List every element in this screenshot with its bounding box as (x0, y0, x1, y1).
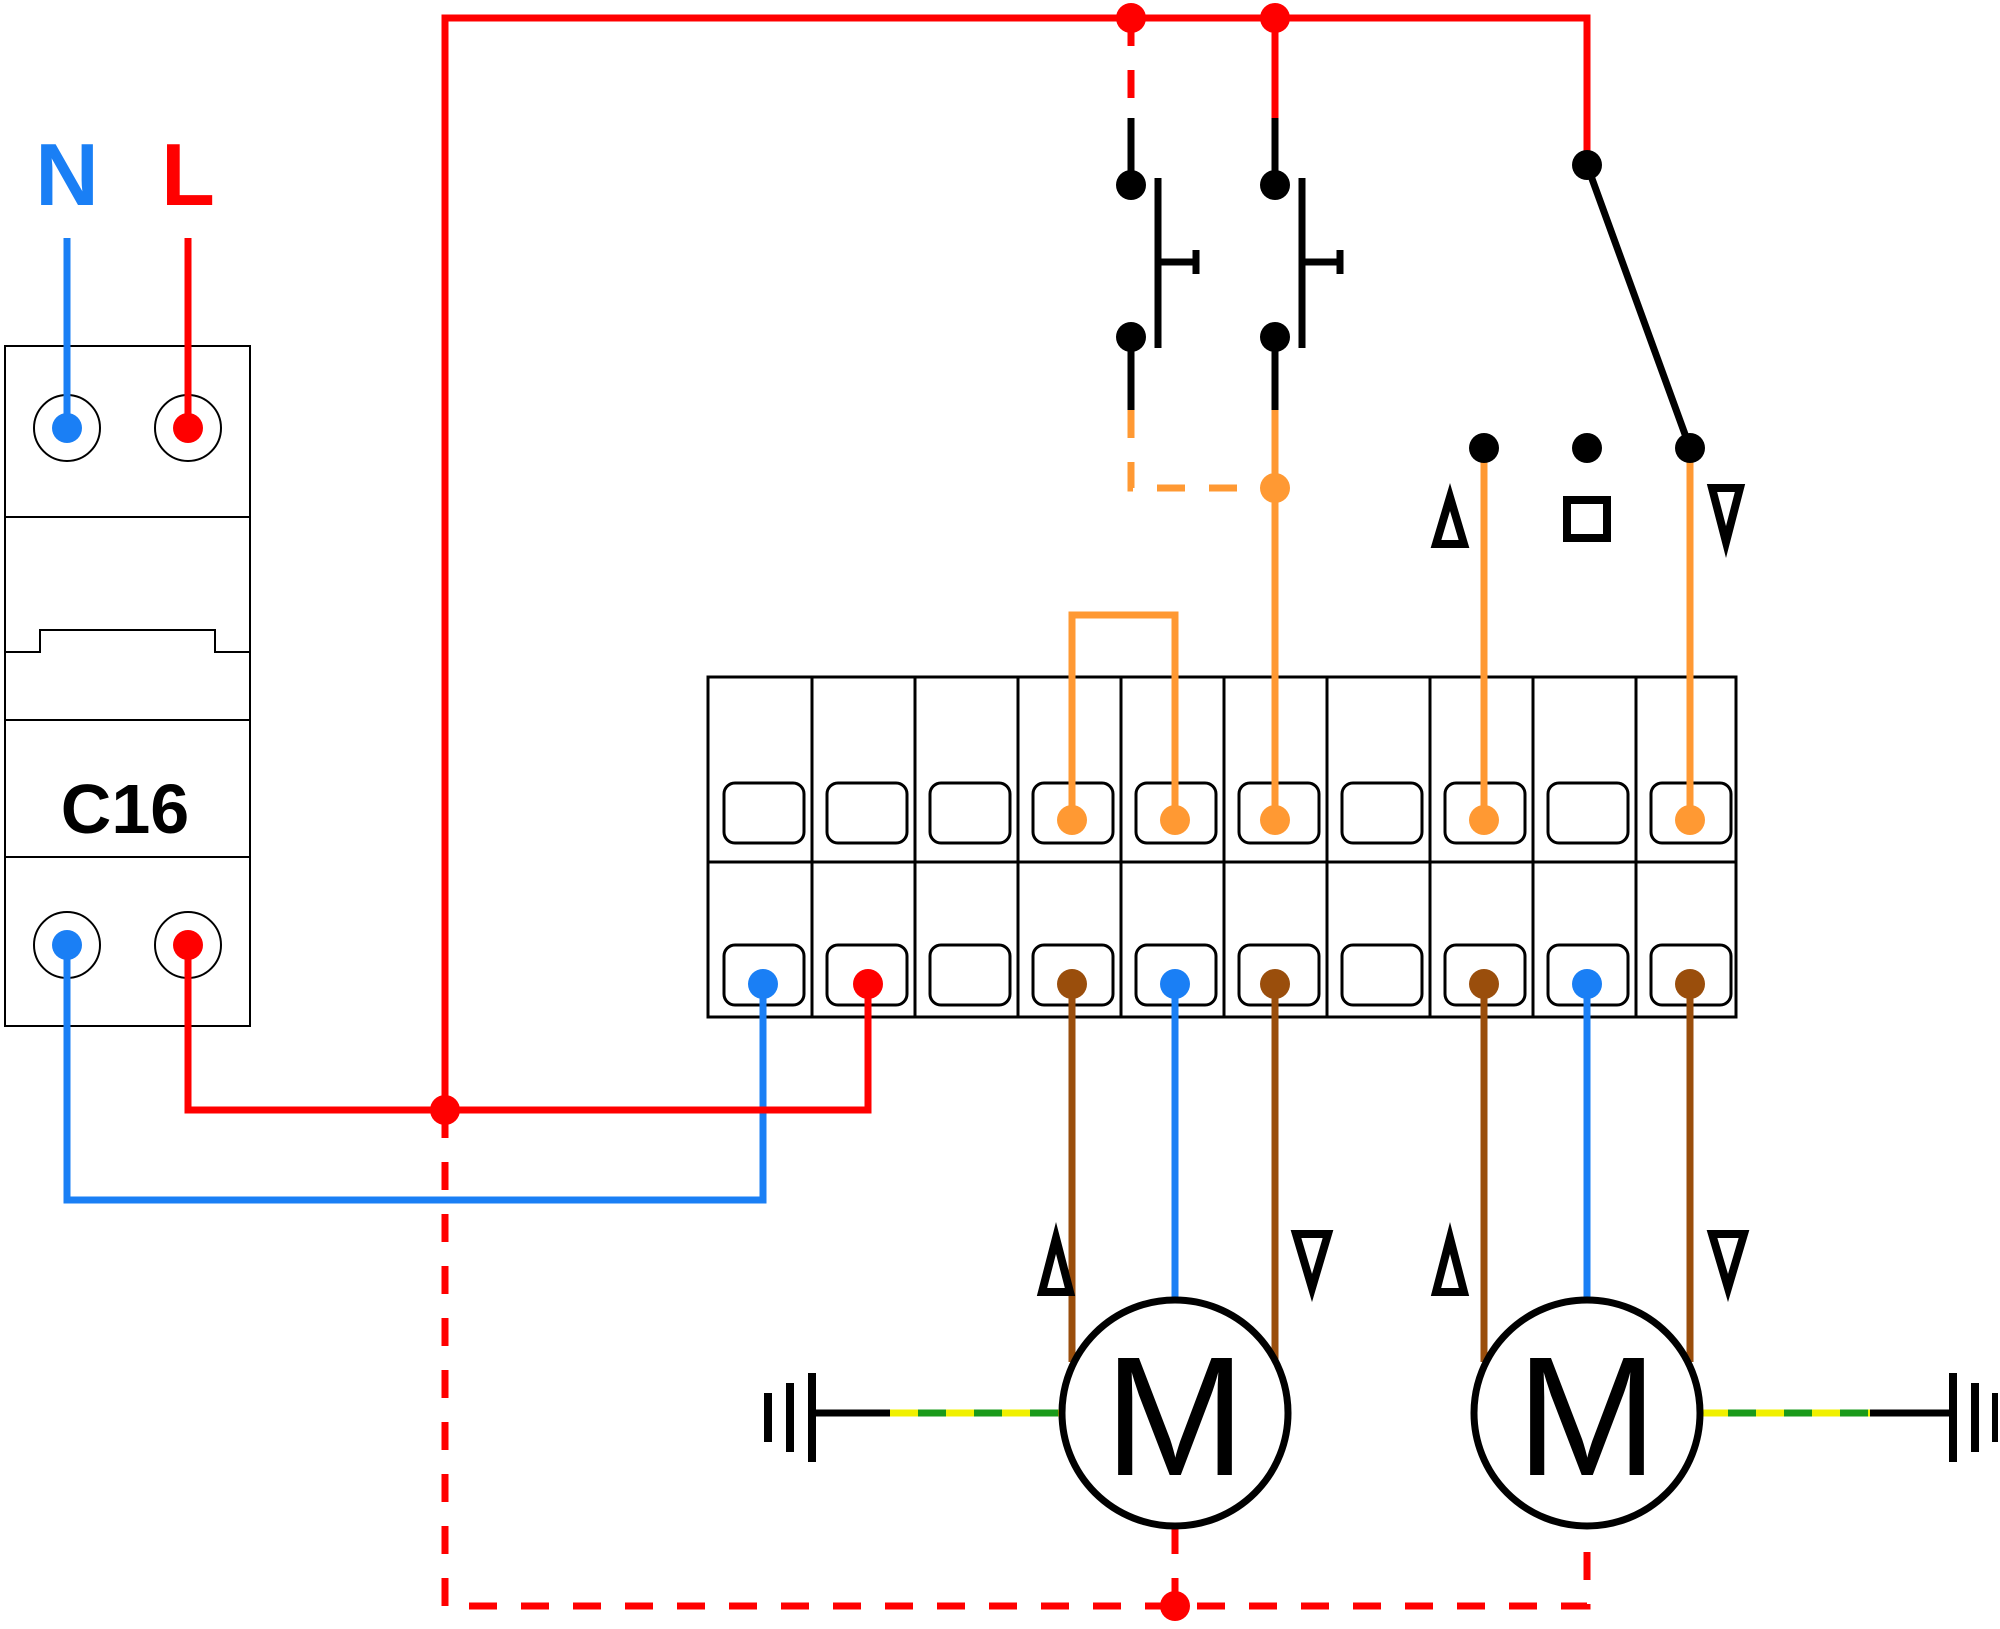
earth-ground-icon (1949, 1373, 1998, 1462)
triangle-up-icon (1036, 1222, 1076, 1296)
motor-1: M (1058, 1296, 1292, 1530)
live-wires (184, 14, 1591, 1114)
motor-1-label: M (1104, 1322, 1246, 1512)
live-dashed-wires (441, 18, 1591, 1610)
push-button-1 (1127, 118, 1200, 410)
square-stop-icon (1563, 496, 1611, 542)
junction-dots (52, 3, 1705, 1621)
motor-2: M (1470, 1296, 1704, 1530)
breaker-terminals (33, 394, 222, 979)
neutral-label: N (35, 125, 99, 224)
triangle-down-icon (1290, 1230, 1334, 1303)
motor-wires (1068, 984, 1694, 1362)
push-button-2 (1271, 118, 1344, 410)
switched-wires (1068, 410, 1694, 820)
motor-2-label: M (1516, 1322, 1658, 1512)
live-label: L (161, 125, 215, 224)
terminal-block (706, 675, 1738, 1019)
neutral-wires (63, 238, 1591, 1300)
earth-ground-icon (764, 1373, 816, 1462)
triangle-up-icon (1430, 1222, 1470, 1296)
circuit-breaker (4, 345, 251, 1027)
switched-dashed-wires (1127, 410, 1275, 492)
selector-switch-lever (1583, 163, 1694, 450)
triangle-down-icon (1706, 484, 1746, 558)
triangle-down-icon (1706, 1230, 1750, 1303)
triangle-up-icon (1430, 482, 1470, 548)
breaker-rating: C16 (61, 770, 189, 848)
